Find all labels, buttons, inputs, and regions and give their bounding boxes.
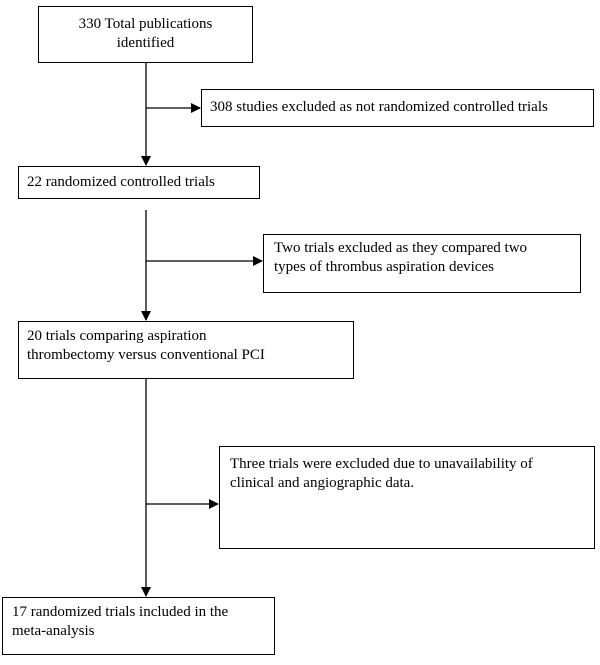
two-excluded-line2: types of thrombus aspiration devices [274, 259, 494, 275]
two-excluded-line1: Two trials excluded as they compared two [274, 240, 528, 256]
trials-20-line1: 20 trials comparing aspiration [27, 328, 207, 344]
three-excluded-box: Three trials were excluded due to unavai… [219, 446, 595, 549]
rct-22-box: 22 randomized controlled trials [18, 166, 260, 199]
two-excluded-box: Two trials excluded as they compared two… [263, 234, 581, 293]
trials-20-line2: thrombectomy versus conventional PCI [27, 347, 265, 363]
three-excluded-line2: clinical and angiographic data. [230, 475, 415, 491]
trials-20-box: 20 trials comparing aspiration thrombect… [18, 321, 354, 379]
total-publications-line1: 330 Total publications [78, 16, 213, 32]
excluded-non-rct-box: 308 studies excluded as not randomized c… [201, 89, 594, 127]
rct-22-text: 22 randomized controlled trials [27, 174, 215, 190]
excluded-non-rct-text: 308 studies excluded as not randomized c… [210, 99, 548, 115]
three-excluded-line1: Three trials were excluded due to unavai… [230, 456, 533, 472]
included-17-line2: meta-analysis [12, 623, 95, 639]
total-publications-line2: identified [116, 35, 175, 51]
included-17-box: 17 randomized trials included in the met… [2, 597, 275, 655]
total-publications-box: 330 Total publications identified [38, 6, 253, 63]
included-17-line1: 17 randomized trials included in the [12, 604, 229, 620]
